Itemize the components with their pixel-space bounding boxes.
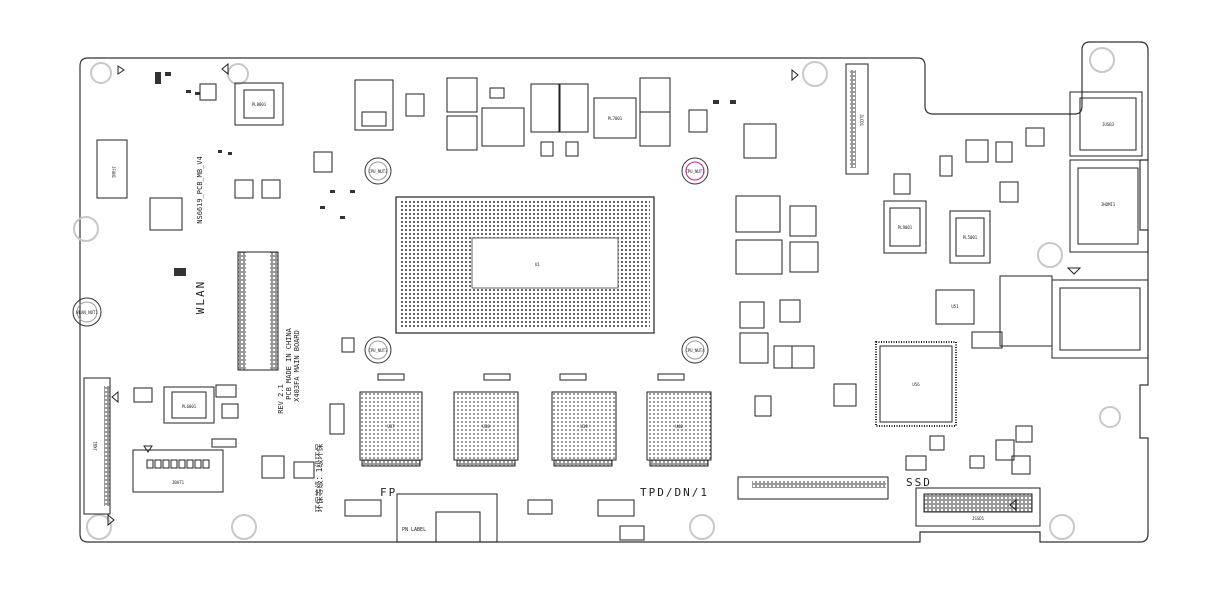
- lcd-connector: JLCD1: [845, 63, 869, 175]
- cpu-nut2-hole: [364, 157, 392, 185]
- left-connector: JKB1: [83, 377, 111, 515]
- model-label: NS6619_PCB_MB_V4: [196, 156, 204, 223]
- svg-text:JSSD1: JSSD1: [972, 516, 985, 521]
- svg-text:U37: U37: [387, 424, 395, 429]
- fan-connector: JFAN1: [96, 139, 128, 199]
- cpu-nut-holes: CPU_NUT2 CPU_NUT1 CPU_NUT3 CPU_NUT4 WLAN…: [72, 157, 709, 364]
- svg-text:JFAN1: JFAN1: [111, 166, 116, 179]
- made-in-label: PCB MADE IN CHINA: [285, 327, 293, 399]
- cpu-nut2-label: CPU_NUT2: [368, 169, 388, 174]
- svg-text:U40: U40: [675, 424, 683, 429]
- svg-text:U56: U56: [912, 382, 920, 387]
- svg-text:U38: U38: [482, 424, 490, 429]
- battery-connector: JBAT1: [132, 449, 224, 493]
- wlan-nut-hole: [72, 297, 102, 327]
- wlan-nut-label: WLAN_NUT1: [76, 310, 98, 315]
- passive-components: [133, 72, 1045, 479]
- svg-text:JUSB3: JUSB3: [1102, 122, 1115, 127]
- mounting-holes: [73, 47, 1121, 540]
- wlan-slot: [237, 251, 279, 371]
- svg-text:JHDMI1: JHDMI1: [1101, 202, 1116, 207]
- ram-chips: U37 U38 U39 U40: [359, 373, 712, 467]
- orientation-marks: [107, 62, 1082, 527]
- lan-chip: U51: [935, 289, 975, 325]
- ssd-label: SSD: [906, 476, 932, 489]
- svg-text:U51: U51: [951, 304, 959, 309]
- board-outline: [79, 41, 1149, 543]
- svg-text:JLCD1: JLCD1: [859, 114, 864, 127]
- wlan-label: WLAN: [194, 280, 207, 315]
- tpd-label: TPD/DN/1: [640, 486, 709, 499]
- rev-label: REV 2.1: [277, 384, 285, 414]
- cpu-label: U1: [535, 262, 540, 267]
- main-board-label: X403FA MAIN BOARD: [293, 330, 301, 402]
- svg-text:PL6001: PL6001: [182, 404, 197, 409]
- right-ports: JUSB3 JHDMI1: [999, 91, 1149, 359]
- cpu-nut3-hole: [364, 336, 392, 364]
- svg-text:JBAT1: JBAT1: [172, 480, 185, 485]
- cpu-nut1-hole: [681, 157, 709, 185]
- ssd-connector: JSSD1: [915, 487, 1041, 527]
- svg-text:PN LABEL: PN LABEL: [402, 527, 426, 533]
- board-texts: NS6619_PCB_MB_V4 WLAN REV 2.1 PCB MADE I…: [194, 156, 932, 513]
- ec-chip: U56: [875, 341, 957, 427]
- cpu-nut4-label: CPU_NUT4: [685, 348, 705, 353]
- svg-text:U39: U39: [580, 424, 588, 429]
- svg-text:JKB1: JKB1: [93, 441, 98, 451]
- svg-text:PL8001: PL8001: [252, 102, 267, 107]
- cpu-chip: U1: [395, 196, 655, 334]
- cpu-nut3-label: CPU_NUT3: [368, 348, 388, 353]
- env-label: 环保等级：1级环保: [314, 444, 324, 513]
- pn-label-box: PN LABEL: [396, 493, 498, 543]
- bottom-flex-connector: [737, 476, 889, 500]
- svg-text:PL9001: PL9001: [898, 225, 913, 230]
- small-connectors: [344, 499, 645, 541]
- cpu-nut1-label: CPU_NUT1: [685, 169, 705, 174]
- svg-text:PL7001: PL7001: [608, 116, 623, 121]
- fp-label: FP: [380, 486, 397, 499]
- power-inductors: PL8001 PL7001 PL6001 PL9001 PL5001: [163, 77, 991, 424]
- svg-text:PL5001: PL5001: [963, 235, 978, 240]
- cpu-nut4-hole: [681, 336, 709, 364]
